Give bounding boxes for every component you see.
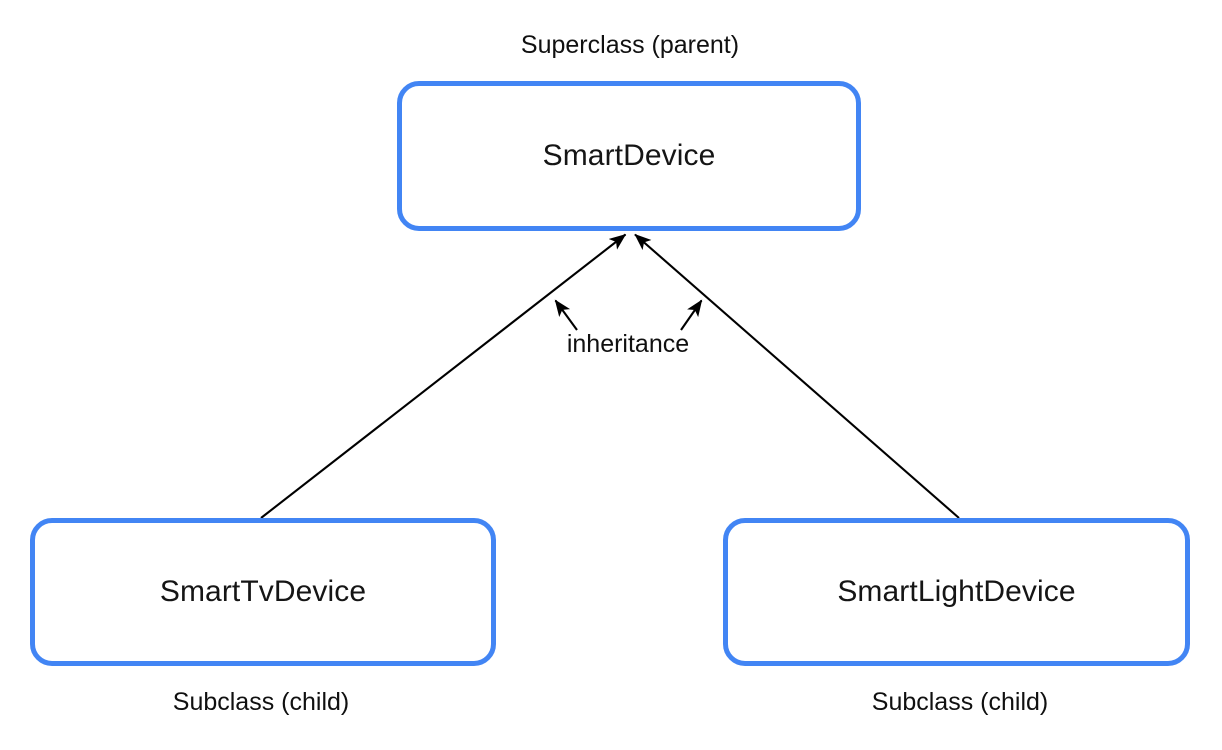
class-box-superclass-label: SmartDevice [542, 139, 716, 172]
inheritance-arrow-right [634, 233, 960, 519]
subclass-right-caption: Subclass (child) [871, 688, 1049, 716]
inheritance-arrow-left [260, 233, 627, 519]
class-box-subclass-smarttvdevice[interactable]: SmartTvDevice [30, 518, 496, 666]
inheritance-label: inheritance [566, 330, 690, 358]
inheritance-pointer-right-icon [680, 299, 703, 331]
class-box-subclass-smarttvdevice-label: SmartTvDevice [159, 575, 367, 608]
class-box-superclass[interactable]: SmartDevice [397, 81, 861, 231]
class-box-subclass-smartlightdevice-label: SmartLightDevice [837, 575, 1076, 608]
superclass-caption: Superclass (parent) [520, 31, 740, 59]
inheritance-pointer-left-icon [554, 299, 578, 331]
subclass-left-caption: Subclass (child) [172, 688, 350, 716]
class-box-subclass-smartlightdevice[interactable]: SmartLightDevice [723, 518, 1190, 666]
